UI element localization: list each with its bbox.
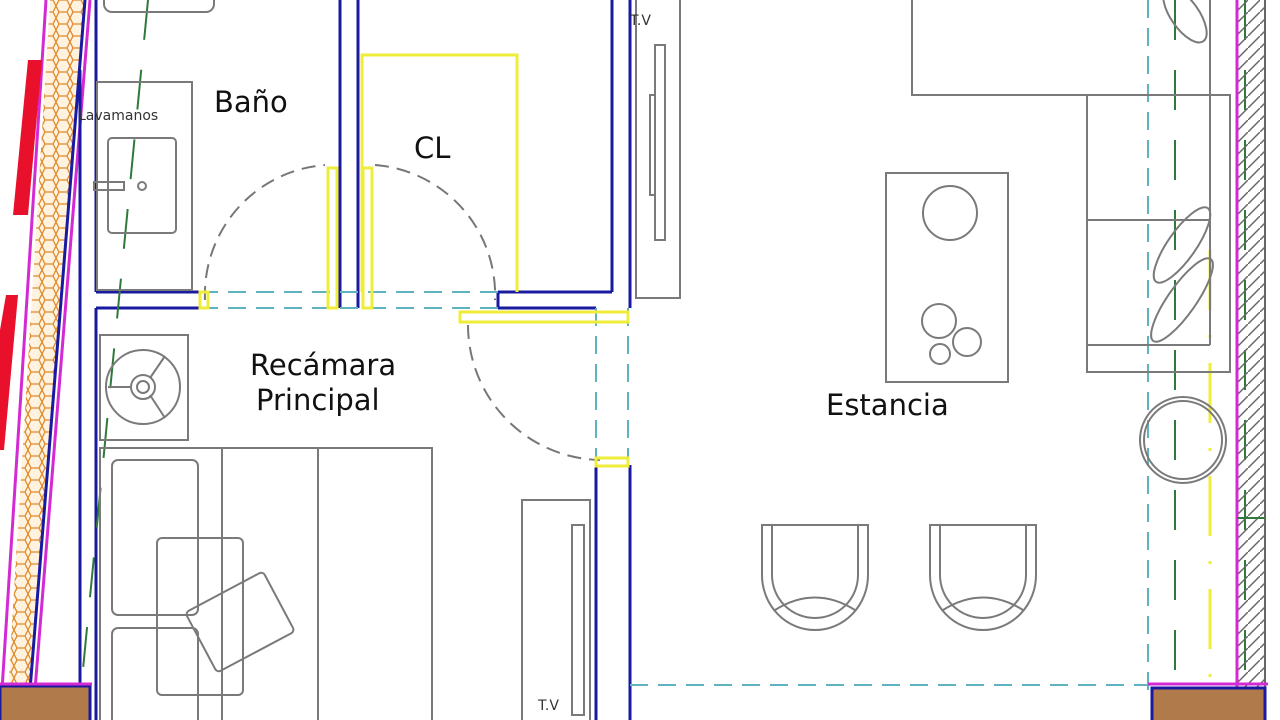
window-red <box>13 60 42 215</box>
column <box>1150 686 1267 720</box>
room-label-bedroom-2: Principal <box>256 383 380 417</box>
toilet <box>103 0 215 13</box>
plant-icon <box>1162 0 1208 44</box>
room-label-bathroom: Baño <box>214 85 288 119</box>
closet-door-leaf[interactable] <box>361 166 374 310</box>
tv-unit-top: T.V <box>629 0 681 299</box>
pillow <box>111 627 199 720</box>
room-label-bedroom-1: Recámara <box>250 348 396 382</box>
cooktop <box>885 172 1009 383</box>
column <box>0 684 92 720</box>
window-red <box>0 295 18 450</box>
bathroom-door-leaf[interactable] <box>326 166 339 310</box>
bathroom-door-swing[interactable] <box>203 164 326 301</box>
living-room: Estancia <box>761 0 1231 631</box>
round-table <box>1139 396 1227 484</box>
tv-label-bottom: T.V <box>537 698 559 714</box>
bedroom-door-leaf[interactable] <box>458 310 630 324</box>
exterior-wall-left <box>0 0 92 691</box>
room-label-closet: CL <box>414 131 450 165</box>
sink <box>107 137 177 234</box>
bathroom: Lavamanos Baño <box>78 0 288 291</box>
counter <box>911 0 1211 96</box>
faucet-icon <box>93 181 125 191</box>
chair <box>929 524 1037 631</box>
tv-unit-bottom: T.V <box>521 499 591 720</box>
sofa <box>1086 94 1231 373</box>
plant-icon <box>1152 206 1212 284</box>
washer <box>99 334 189 441</box>
closet: CL <box>360 53 519 292</box>
chair <box>761 524 869 631</box>
doors[interactable] <box>198 164 630 468</box>
vanity <box>96 81 193 291</box>
nightstand <box>156 537 244 696</box>
master-bedroom: Recámara Principal <box>99 334 433 720</box>
bed <box>99 447 433 720</box>
room-label-living: Estancia <box>826 388 949 422</box>
exterior-wall-right <box>1235 0 1266 690</box>
plant-icon <box>1150 257 1214 343</box>
lamp <box>185 571 295 673</box>
tv-label-top: T.V <box>629 13 651 29</box>
bedroom-door-swing[interactable] <box>467 324 601 461</box>
closet-door-swing[interactable] <box>374 164 497 301</box>
sink-label: Lavamanos <box>78 108 158 124</box>
